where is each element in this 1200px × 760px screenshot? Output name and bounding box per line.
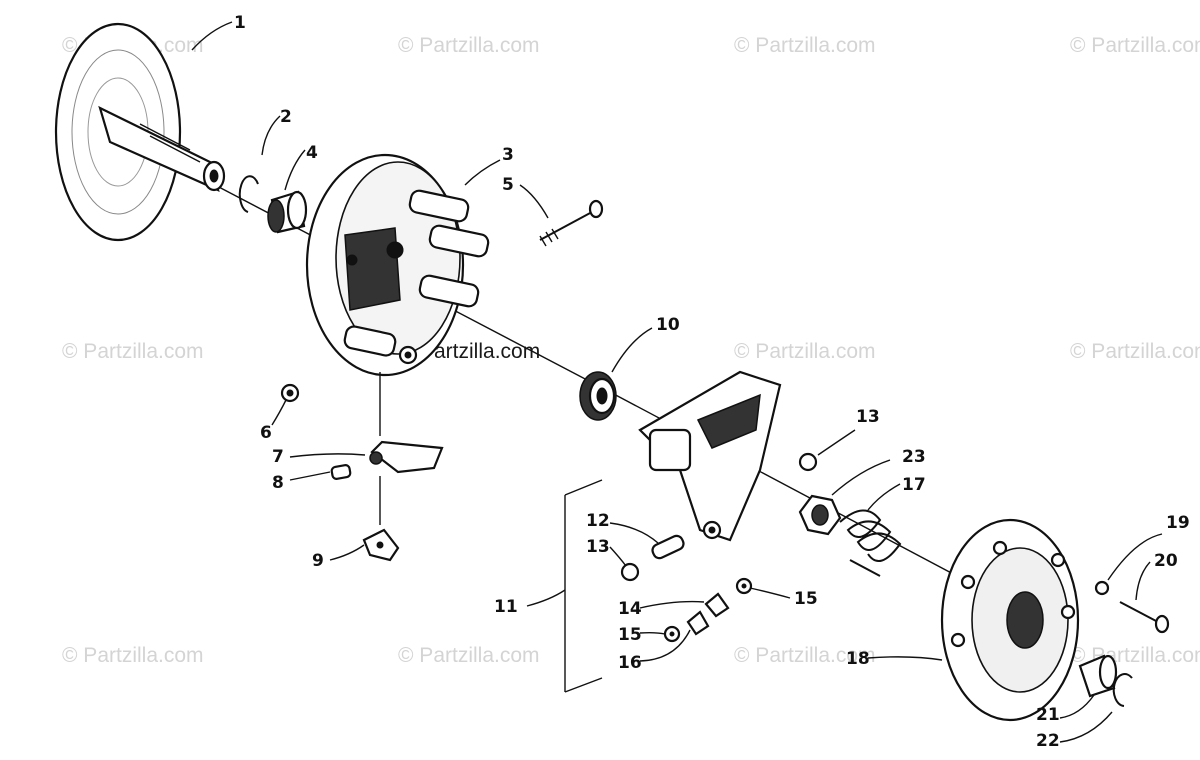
part-15-washer-right — [735, 577, 753, 595]
callout-14: 14 — [618, 599, 642, 619]
part-21-bushing — [1078, 654, 1118, 698]
callout-16: 16 — [618, 653, 642, 673]
watermark: © Partzilla.com — [398, 34, 540, 57]
part-7-weight-arm — [369, 440, 444, 474]
callout-labels: 1 2 3 4 5 6 7 8 9 10 11 12 13 13 14 15 1… — [234, 13, 1190, 751]
watermark: © Partzilla.com — [734, 34, 876, 57]
callout-2: 2 — [280, 107, 292, 127]
center-watermark: Partzilla.com — [420, 340, 540, 363]
watermark: © Partzilla.com — [398, 644, 540, 667]
callout-13-left: 13 — [586, 537, 610, 557]
part-4-bushing — [267, 190, 308, 234]
watermark: © Partzilla.com — [1070, 34, 1200, 57]
part-23-hex-nut — [798, 494, 842, 536]
part-11-spider — [638, 370, 782, 542]
part-5-bolt — [539, 199, 604, 247]
group-bracket-11 — [564, 479, 603, 693]
part-1-drive-sheave — [54, 22, 226, 242]
part-17-spring — [839, 509, 902, 577]
part-15-washer-left — [663, 625, 681, 643]
part-6-nut — [280, 383, 300, 403]
watermark: © Partzilla.com — [734, 340, 876, 363]
callout-11: 11 — [494, 597, 518, 617]
part-22-snap-ring — [1112, 673, 1133, 707]
callout-10: 10 — [656, 315, 680, 335]
part-13-roller-right — [798, 452, 818, 472]
callout-3: 3 — [502, 145, 514, 165]
part-3-clutch-housing — [305, 153, 490, 377]
watermarks: © Partzilla.com © Partzilla.com © Partzi… — [62, 34, 1200, 667]
part-20-bolt — [1119, 601, 1170, 634]
callout-22: 22 — [1036, 731, 1060, 751]
part-2-snap-ring — [238, 175, 259, 213]
callout-18: 18 — [846, 649, 870, 669]
callout-6: 6 — [260, 423, 272, 443]
part-9-clip — [362, 528, 400, 562]
callout-21: 21 — [1036, 705, 1060, 725]
part-8-pin — [330, 464, 352, 480]
part-19-lock-washer — [1094, 580, 1110, 596]
part-14-roller — [704, 592, 730, 618]
callout-15-left: 15 — [618, 625, 642, 645]
callout-23: 23 — [902, 447, 926, 467]
part-16-roller — [686, 610, 710, 636]
callout-9: 9 — [312, 551, 324, 571]
watermark: © Partzilla.com — [734, 644, 876, 667]
watermark: © Partzilla.com — [62, 644, 204, 667]
callout-20: 20 — [1154, 551, 1178, 571]
callout-15-right: 15 — [794, 589, 818, 609]
watermark: © Partzilla.com — [62, 340, 204, 363]
part-13-roller-left — [620, 562, 640, 582]
callout-7: 7 — [272, 447, 284, 467]
leader-lines — [191, 21, 1163, 743]
callout-19: 19 — [1166, 513, 1190, 533]
part-12-roller-pin — [651, 534, 685, 560]
callout-17: 17 — [902, 475, 926, 495]
part-18-cover-hub — [940, 518, 1080, 722]
callout-5: 5 — [502, 175, 514, 195]
watermark: © Partzilla.com — [1070, 340, 1200, 363]
callout-4: 4 — [306, 143, 318, 163]
callout-12: 12 — [586, 511, 610, 531]
callout-13-right: 13 — [856, 407, 880, 427]
callout-8: 8 — [272, 473, 284, 493]
callout-1: 1 — [234, 13, 246, 33]
part-10-washer — [579, 371, 617, 421]
